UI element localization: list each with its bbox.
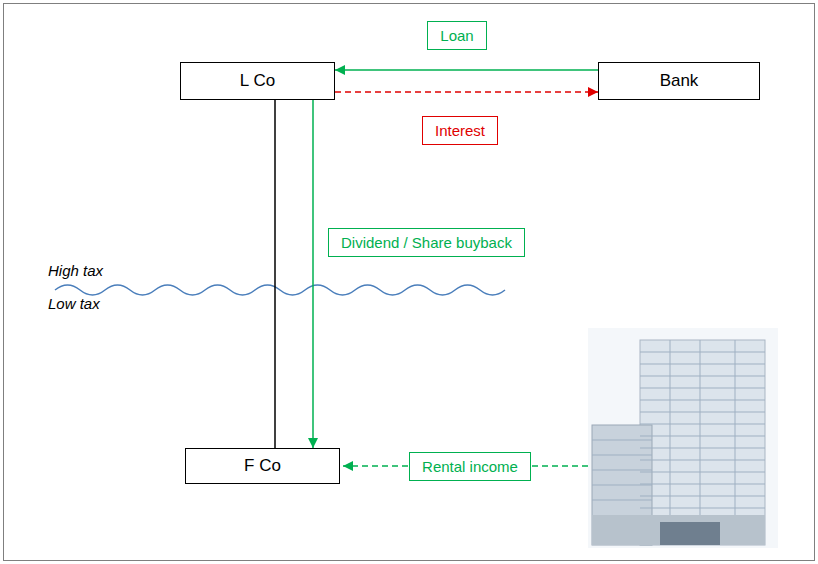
finance-flow xyxy=(335,69,598,71)
office-building xyxy=(588,328,778,548)
finance-flow xyxy=(335,91,598,93)
flow-label: Interest xyxy=(422,116,498,145)
ownership-flow xyxy=(274,100,276,448)
zone-label: Low tax xyxy=(48,295,100,312)
tax-boundary-wave xyxy=(55,285,505,295)
entity-name: F Co xyxy=(244,456,281,476)
entity-name: L Co xyxy=(240,71,275,91)
flow-label: Dividend / Share buyback xyxy=(328,228,525,257)
entity-box: L Co xyxy=(180,62,335,100)
flow-label: Loan xyxy=(427,21,486,50)
ownership-flow xyxy=(312,100,314,448)
entity-name: Bank xyxy=(660,71,699,91)
zone-label: High tax xyxy=(48,262,103,279)
entity-box: Bank xyxy=(598,62,760,100)
outer-frame xyxy=(4,4,815,561)
entity-box: F Co xyxy=(185,448,340,484)
flow-label: Rental income xyxy=(409,452,531,481)
